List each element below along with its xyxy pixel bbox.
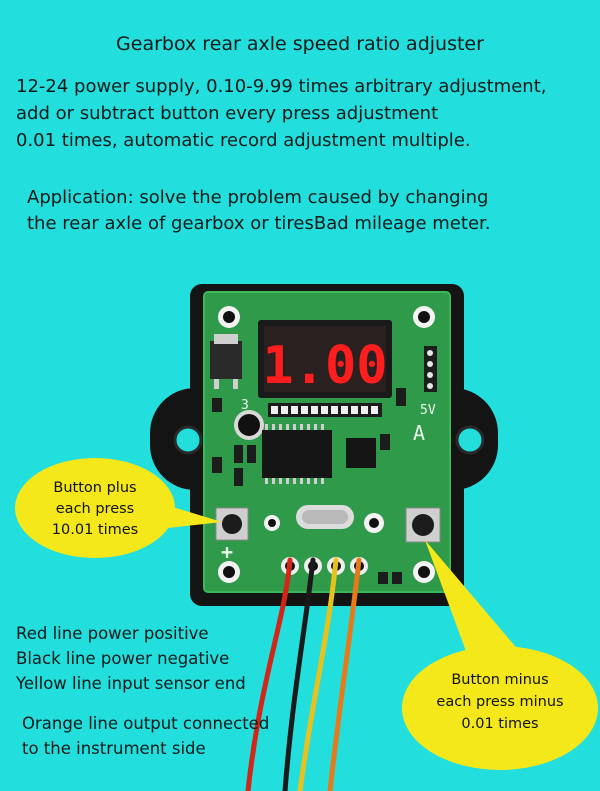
- display-readout: 1.00: [262, 336, 387, 396]
- voltage-regulator: [210, 334, 242, 389]
- callout-plus-line: Button plus: [53, 480, 136, 496]
- silk-label-a: A: [413, 421, 425, 445]
- wire-line: Black line power negative: [16, 649, 230, 668]
- wire-line: Red line power positive: [16, 624, 209, 643]
- callout-minus-line: 0.01 times: [461, 716, 538, 732]
- wires: [245, 557, 362, 791]
- wire-description: Red line power positive Black line power…: [16, 621, 246, 696]
- wire-black: [282, 557, 316, 791]
- callout-plus-line: each press: [56, 501, 134, 517]
- callout-plus-line: 10.01 times: [52, 522, 138, 538]
- application-line: Application: solve the problem caused by…: [27, 187, 489, 208]
- mount-hole-left: [173, 425, 203, 455]
- orange-line: to the instrument side: [22, 739, 206, 758]
- spec-line: add or subtract button every press adjus…: [16, 103, 439, 124]
- wire-line: Yellow line input sensor end: [16, 674, 246, 693]
- callout-plus: Button plus each press 10.01 times: [15, 458, 222, 558]
- spec-text: 12-24 power supply, 0.10-9.99 times arbi…: [16, 73, 546, 154]
- callout-minus-line: Button minus: [451, 672, 548, 688]
- smd-components: [212, 388, 406, 584]
- application-text: Application: solve the problem caused by…: [27, 185, 490, 237]
- header-pins: [424, 346, 437, 392]
- silk-label-3: 3: [241, 398, 249, 413]
- led-display: 1.00: [258, 320, 392, 398]
- silk-label-plus: +: [221, 540, 233, 564]
- wire-red: [245, 557, 293, 791]
- minus-button[interactable]: [405, 507, 441, 543]
- wire-yellow: [297, 557, 339, 791]
- mount-hole-right: [455, 425, 485, 455]
- resistor-row: [268, 403, 382, 417]
- driver-chip: [346, 438, 376, 468]
- orange-line: Orange line output connected: [22, 714, 270, 733]
- wire-orange: [327, 557, 362, 791]
- plus-button[interactable]: [215, 507, 249, 541]
- orange-wire-description: Orange line output connected to the inst…: [22, 711, 269, 761]
- electrolytic-capacitor: [234, 410, 264, 440]
- spec-line: 12-24 power supply, 0.10-9.99 times arbi…: [16, 76, 547, 97]
- silk-label-5v: 5V: [420, 403, 436, 418]
- callout-minus-line: each press minus: [436, 694, 563, 710]
- page-title: Gearbox rear axle speed ratio adjuster: [116, 33, 484, 55]
- callout-minus: Button minus each press minus 0.01 times: [402, 540, 598, 770]
- application-line: the rear axle of gearbox or tiresBad mil…: [27, 213, 491, 234]
- crystal-oscillator: [296, 505, 354, 529]
- spec-line: 0.01 times, automatic record adjustment …: [16, 130, 471, 151]
- microcontroller-chip: [262, 424, 332, 484]
